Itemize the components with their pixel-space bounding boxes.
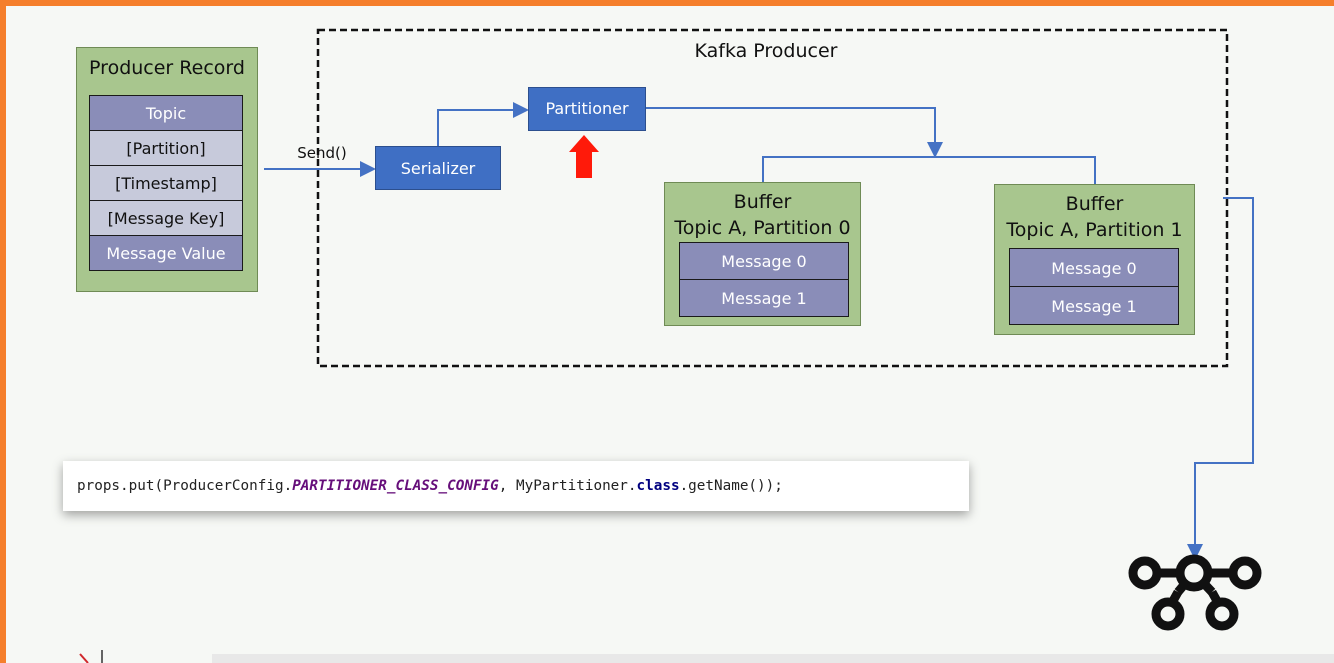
- connector-lines: [264, 28, 1262, 631]
- buffer-0-title: Buffer: [733, 191, 792, 213]
- buffer-partition-1: Buffer Topic A, Partition 1 Message 0 Me…: [994, 184, 1195, 335]
- producer-record-title: Producer Record: [89, 57, 245, 79]
- producer-to-kafka-arrow: [1187, 197, 1254, 560]
- kafka-producer-boundary: [316, 28, 1229, 368]
- serializer-box: Serializer: [375, 146, 501, 190]
- field-topic: Topic: [89, 95, 243, 131]
- kafka-logo-icon: [1128, 554, 1262, 631]
- producer-record: Producer Record Topic [Partition] [Times…: [76, 47, 258, 292]
- code-constant: PARTITIONER_CLASS_CONFIG: [292, 478, 499, 494]
- field-timestamp: [Timestamp]: [89, 165, 243, 201]
- buffer-1-title: Buffer: [1065, 193, 1124, 215]
- serializer-to-partitioner-arrow: [437, 102, 529, 148]
- buffer-1-subtitle: Topic A, Partition 1: [1006, 219, 1183, 241]
- send-label: Send(): [297, 144, 347, 162]
- buffer-1-message-0: Message 0: [1009, 248, 1179, 287]
- buffer-bracket: [762, 156, 1096, 185]
- corner-logo-icon: [79, 650, 103, 663]
- field-partition: [Partition]: [89, 130, 243, 166]
- partitioner-label: Partitioner: [545, 99, 629, 118]
- buffer-0-message-1: Message 1: [679, 279, 849, 317]
- code-prefix: props.put(ProducerConfig.: [77, 478, 293, 494]
- buffer-1-message-1: Message 1: [1009, 286, 1179, 325]
- buffer-partition-0: Buffer Topic A, Partition 0 Message 0 Me…: [664, 182, 861, 326]
- field-message-key: [Message Key]: [89, 200, 243, 236]
- buffer-0-subtitle: Topic A, Partition 0: [674, 217, 851, 239]
- buffer-0-message-0: Message 0: [679, 242, 849, 280]
- up-arrow-icon: [569, 135, 599, 178]
- field-message-value: Message Value: [89, 235, 243, 271]
- diagram-canvas: Kafka Producer Producer Record Topic [Pa…: [6, 6, 1334, 663]
- partitioner-config-code: props.put(ProducerConfig.PARTITIONER_CLA…: [63, 461, 969, 511]
- code-suffix: .getName());: [679, 478, 783, 494]
- code-keyword: class: [636, 478, 680, 494]
- partitioner-to-buffers-arrow: [645, 107, 943, 158]
- code-middle: , MyPartitioner.: [498, 478, 637, 494]
- partitioner-box: Partitioner: [528, 87, 646, 131]
- kafka-producer-title: Kafka Producer: [694, 40, 838, 62]
- bottom-bar: [212, 654, 1334, 663]
- serializer-label: Serializer: [400, 159, 476, 178]
